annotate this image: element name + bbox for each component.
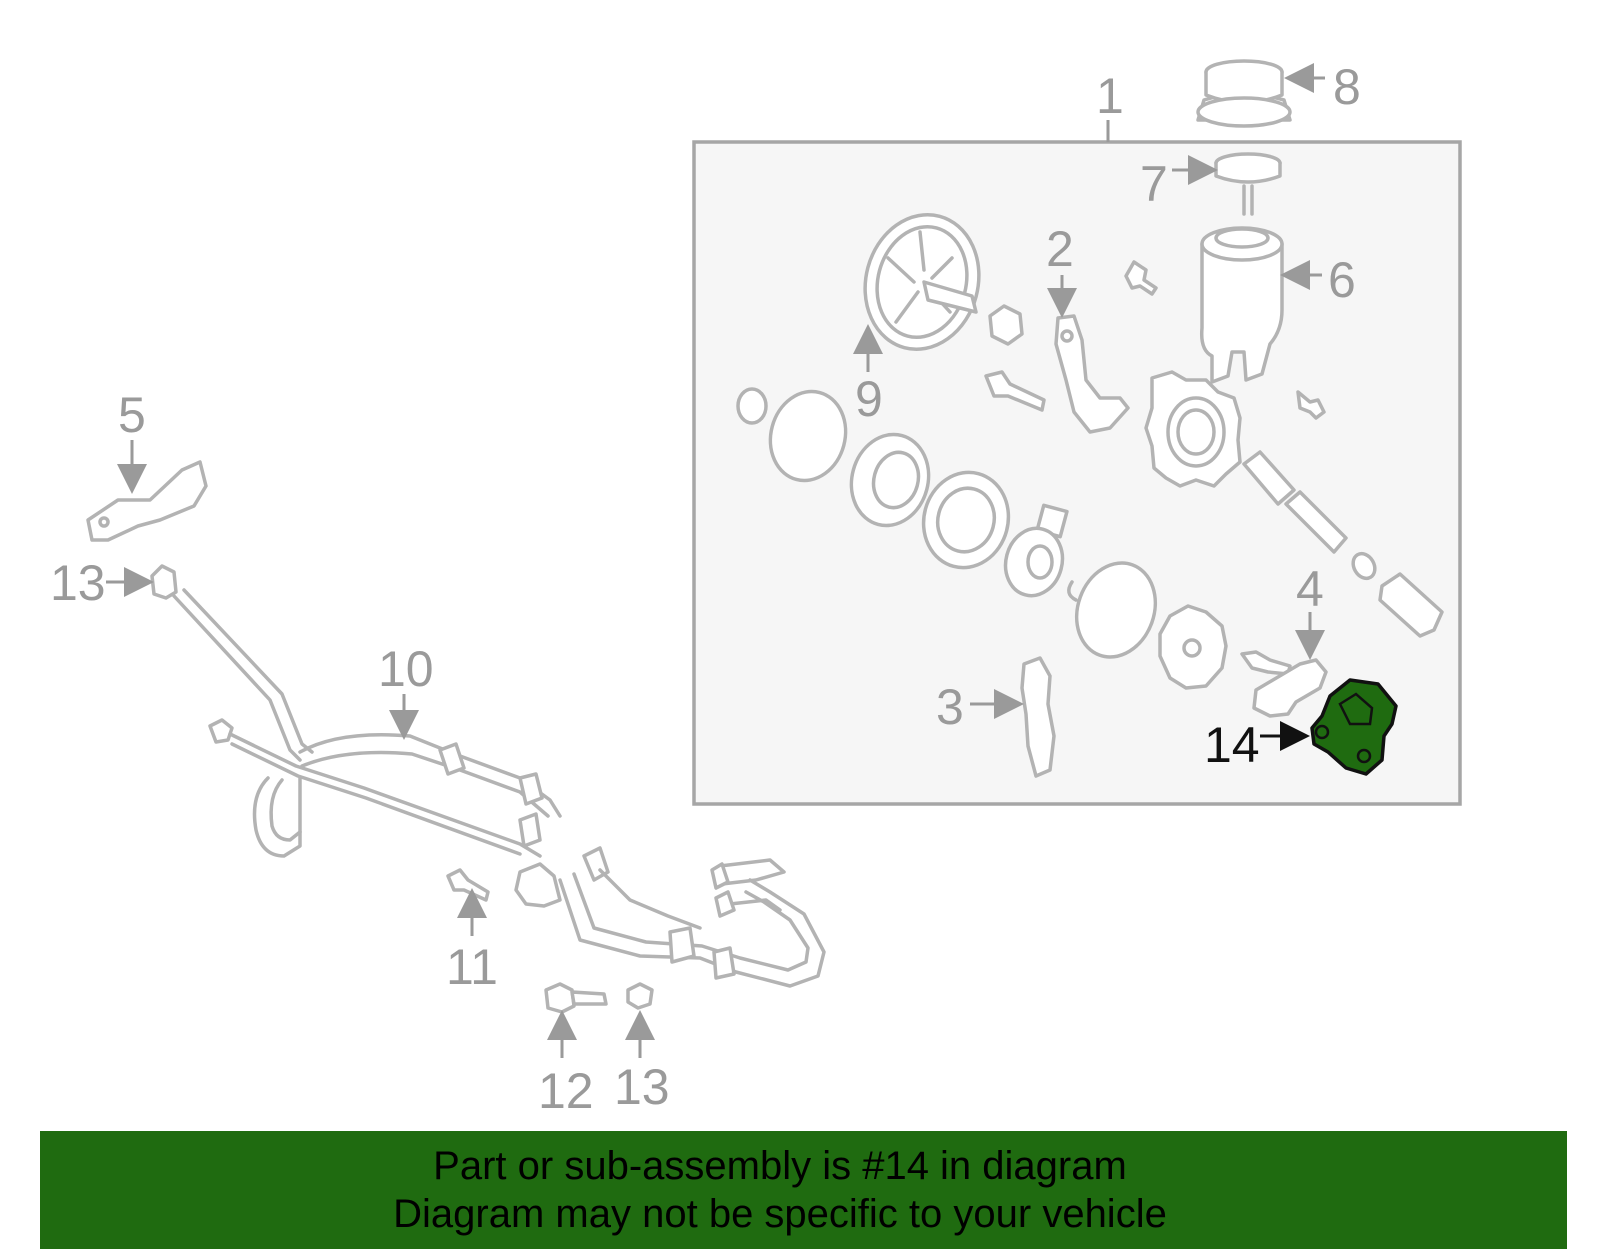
- ring: [921, 470, 1011, 570]
- callout-11: 11: [446, 939, 498, 995]
- valve-spring: [1242, 450, 1296, 506]
- rotor: [1003, 526, 1065, 598]
- small-bolt-icon: [1296, 390, 1326, 420]
- part-12-union-bolt: [544, 982, 608, 1014]
- o-ring-large: [768, 389, 848, 483]
- info-banner: Part or sub-assembly is #14 in diagram D…: [40, 1131, 1567, 1249]
- o-ring-small: [736, 387, 768, 425]
- part-14-highlighted: [1310, 678, 1398, 776]
- callout-14: 14: [1204, 717, 1260, 773]
- callout-7: 7: [1140, 156, 1168, 212]
- small-bolt-icon: [1124, 260, 1158, 296]
- callout-3: 3: [936, 679, 964, 735]
- callout-13b: 13: [614, 1059, 670, 1115]
- valve-spool: [1284, 490, 1348, 554]
- valve-plug: [1378, 572, 1444, 638]
- nut-icon: [988, 304, 1024, 346]
- callout-4: 4: [1296, 561, 1324, 617]
- callout-6: 6: [1328, 252, 1356, 308]
- banner-line-1: Part or sub-assembly is #14 in diagram: [433, 1144, 1127, 1188]
- part-3-bracket: [1020, 656, 1056, 778]
- callout-5: 5: [118, 387, 146, 443]
- valve-o-ring: [1351, 551, 1377, 581]
- callout-13a: 13: [50, 555, 106, 611]
- callout-1: 1: [1096, 68, 1124, 124]
- part-11-bolt: [446, 868, 490, 902]
- clamp-13-upper: [150, 564, 178, 600]
- part-4-bracket: [1252, 658, 1328, 718]
- callout-2: 2: [1046, 221, 1074, 277]
- part-9-pulley: [863, 212, 981, 352]
- callout-10: 10: [378, 641, 434, 697]
- snap-ring: [1067, 580, 1078, 602]
- bolt-icon: [984, 370, 1046, 412]
- part-6-reservoir: [1199, 226, 1284, 384]
- cam-ring: [849, 432, 931, 528]
- callout-8: 8: [1333, 59, 1361, 115]
- callout-12: 12: [538, 1063, 594, 1119]
- part-8-cap-cover: [1196, 59, 1292, 128]
- callout-9: 9: [855, 371, 883, 427]
- part-10-hose-assembly: [172, 588, 826, 988]
- part-5-heat-shield: [86, 460, 208, 542]
- rear-plate: [1158, 604, 1228, 690]
- part-2-bracket: [1054, 314, 1130, 434]
- clamp-13-lower: [626, 982, 654, 1010]
- pump-housing: [1144, 370, 1242, 488]
- gasket: [1074, 561, 1158, 659]
- banner-line-2: Diagram may not be specific to your vehi…: [393, 1192, 1167, 1236]
